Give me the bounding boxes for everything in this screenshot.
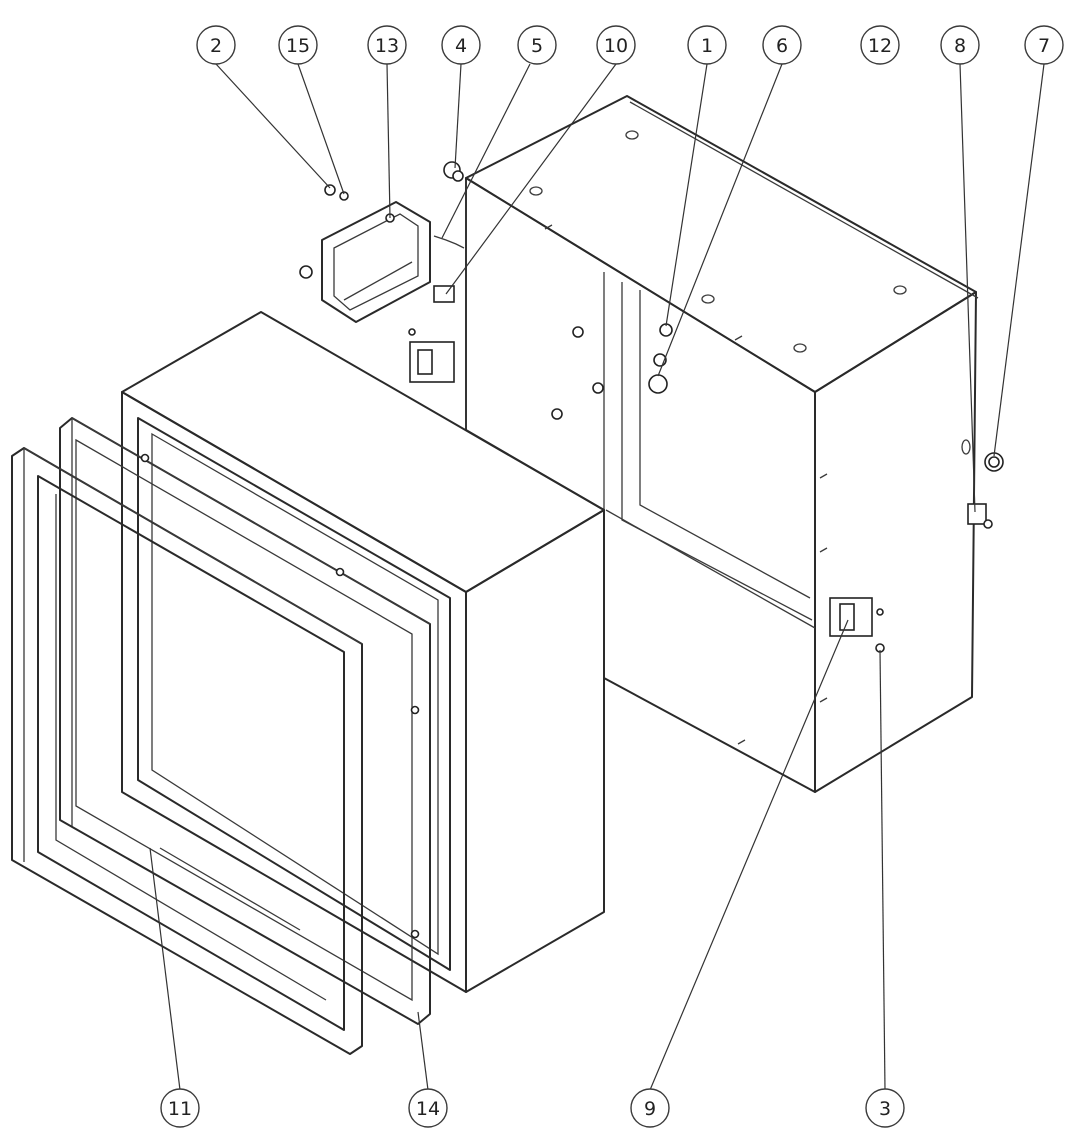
callout-5: 5: [517, 25, 557, 65]
callout-12: 12: [860, 25, 900, 65]
callout-label: 2: [210, 35, 222, 57]
callout-label: 7: [1038, 35, 1050, 57]
callout-13: 13: [367, 25, 407, 65]
filter-cassette: [121, 311, 605, 993]
callout-label: 3: [879, 1098, 891, 1120]
callout-7: 7: [1024, 25, 1064, 65]
callout-9: 9: [630, 1088, 670, 1128]
callout-2: 2: [196, 25, 236, 65]
callout-1: 1: [687, 25, 727, 65]
mounting-bracket: [321, 201, 431, 323]
callout-11: 11: [160, 1088, 200, 1128]
callout-6: 6: [762, 25, 802, 65]
callout-label: 12: [868, 35, 892, 57]
callout-label: 1: [701, 35, 713, 57]
callout-label: 9: [644, 1098, 656, 1120]
callout-label: 5: [531, 35, 543, 57]
callout-label: 13: [375, 35, 399, 57]
callout-label: 14: [416, 1098, 440, 1120]
callout-15: 15: [278, 25, 318, 65]
gasket-frame: [59, 417, 431, 1025]
small-hardware: [299, 161, 1004, 653]
front-frame: [11, 447, 363, 1055]
callout-4: 4: [441, 25, 481, 65]
callout-label: 10: [604, 35, 628, 57]
callout-label: 11: [168, 1098, 192, 1120]
callout-label: 8: [954, 35, 966, 57]
housing-box: [465, 95, 979, 793]
callout-14: 14: [408, 1088, 448, 1128]
callout-8: 8: [940, 25, 980, 65]
callout-label: 15: [286, 35, 310, 57]
callout-10: 10: [596, 25, 636, 65]
callout-3: 3: [865, 1088, 905, 1128]
callout-label: 4: [455, 35, 467, 57]
leader-lines: [149, 63, 1045, 1091]
callout-label: 6: [776, 35, 788, 57]
